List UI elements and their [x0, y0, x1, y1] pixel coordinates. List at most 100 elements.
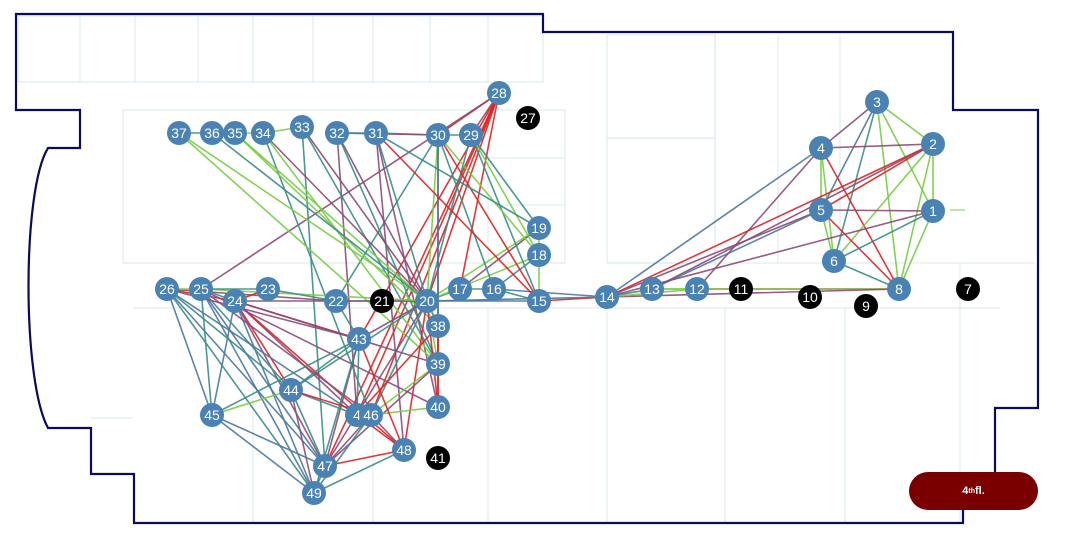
node-circle[interactable] — [640, 277, 664, 301]
node-circle[interactable] — [956, 277, 980, 301]
node-45[interactable]: 45 — [200, 403, 224, 427]
node-circle[interactable] — [223, 121, 247, 145]
node-41[interactable]: 41 — [426, 446, 450, 470]
node-circle[interactable] — [822, 249, 846, 273]
node-circle[interactable] — [223, 289, 247, 313]
node-circle[interactable] — [324, 289, 348, 313]
node-31[interactable]: 31 — [364, 121, 388, 145]
node-36[interactable]: 36 — [200, 121, 224, 145]
node-circle[interactable] — [482, 277, 506, 301]
node-circle[interactable] — [251, 121, 275, 145]
node-circle[interactable] — [302, 481, 326, 505]
node-44[interactable]: 44 — [279, 378, 303, 402]
node-40[interactable]: 40 — [426, 395, 450, 419]
node-37[interactable]: 37 — [167, 121, 191, 145]
node-circle[interactable] — [921, 132, 945, 156]
node-15[interactable]: 15 — [527, 289, 551, 313]
node-circle[interactable] — [516, 106, 540, 130]
node-5[interactable]: 5 — [809, 198, 833, 222]
node-circle[interactable] — [359, 403, 383, 427]
node-8[interactable]: 8 — [887, 277, 911, 301]
node-7[interactable]: 7 — [956, 277, 980, 301]
node-48[interactable]: 48 — [392, 438, 416, 462]
node-18[interactable]: 18 — [527, 243, 551, 267]
node-6[interactable]: 6 — [822, 249, 846, 273]
node-4[interactable]: 4 — [809, 136, 833, 160]
node-circle[interactable] — [448, 277, 472, 301]
node-circle[interactable] — [527, 289, 551, 313]
node-circle[interactable] — [426, 352, 450, 376]
node-circle[interactable] — [155, 277, 179, 301]
node-circle[interactable] — [256, 277, 280, 301]
node-47[interactable]: 47 — [313, 454, 337, 478]
node-49[interactable]: 49 — [302, 481, 326, 505]
node-25[interactable]: 25 — [189, 277, 213, 301]
node-12[interactable]: 12 — [685, 277, 709, 301]
node-circle[interactable] — [487, 81, 511, 105]
node-circle[interactable] — [364, 121, 388, 145]
node-14[interactable]: 14 — [595, 285, 619, 309]
node-1[interactable]: 1 — [921, 199, 945, 223]
node-43[interactable]: 43 — [347, 327, 371, 351]
node-circle[interactable] — [200, 403, 224, 427]
node-13[interactable]: 13 — [640, 277, 664, 301]
node-circle[interactable] — [279, 378, 303, 402]
node-34[interactable]: 34 — [251, 121, 275, 145]
node-circle[interactable] — [685, 277, 709, 301]
node-circle[interactable] — [415, 289, 439, 313]
node-26[interactable]: 26 — [155, 277, 179, 301]
node-circle[interactable] — [325, 121, 349, 145]
node-circle[interactable] — [887, 277, 911, 301]
node-32[interactable]: 32 — [325, 121, 349, 145]
node-9[interactable]: 9 — [854, 294, 878, 318]
node-circle[interactable] — [798, 285, 822, 309]
node-circle[interactable] — [865, 90, 889, 114]
node-circle[interactable] — [595, 285, 619, 309]
node-38[interactable]: 38 — [426, 314, 450, 338]
node-circle[interactable] — [854, 294, 878, 318]
node-circle[interactable] — [729, 277, 753, 301]
node-circle[interactable] — [921, 199, 945, 223]
node-19[interactable]: 19 — [527, 216, 551, 240]
node-23[interactable]: 23 — [256, 277, 280, 301]
node-27[interactable]: 27 — [516, 106, 540, 130]
node-circle[interactable] — [189, 277, 213, 301]
edge-48-49 — [313, 449, 405, 494]
node-16[interactable]: 16 — [482, 277, 506, 301]
node-circle[interactable] — [527, 216, 551, 240]
node-22[interactable]: 22 — [324, 289, 348, 313]
node-circle[interactable] — [426, 314, 450, 338]
node-circle[interactable] — [459, 123, 483, 147]
node-2[interactable]: 2 — [921, 132, 945, 156]
node-circle[interactable] — [392, 438, 416, 462]
node-3[interactable]: 3 — [865, 90, 889, 114]
node-circle[interactable] — [426, 395, 450, 419]
node-circle[interactable] — [290, 115, 314, 139]
node-circle[interactable] — [370, 289, 394, 313]
node-circle[interactable] — [313, 454, 337, 478]
node-28[interactable]: 28 — [487, 81, 511, 105]
node-circle[interactable] — [200, 121, 224, 145]
node-circle[interactable] — [809, 136, 833, 160]
node-21[interactable]: 21 — [370, 289, 394, 313]
node-30[interactable]: 30 — [426, 123, 450, 147]
node-11[interactable]: 11 — [729, 277, 753, 301]
node-39[interactable]: 39 — [426, 352, 450, 376]
node-label: 2 — [929, 136, 937, 152]
node-circle[interactable] — [426, 446, 450, 470]
node-24[interactable]: 24 — [223, 289, 247, 313]
node-circle[interactable] — [167, 121, 191, 145]
node-35[interactable]: 35 — [223, 121, 247, 145]
node-circle[interactable] — [426, 123, 450, 147]
node-20[interactable]: 20 — [415, 289, 439, 313]
node-33[interactable]: 33 — [290, 115, 314, 139]
node-10[interactable]: 10 — [798, 285, 822, 309]
node-circle[interactable] — [347, 327, 371, 351]
node-17[interactable]: 17 — [448, 277, 472, 301]
node-29[interactable]: 29 — [459, 123, 483, 147]
node-circle[interactable] — [527, 243, 551, 267]
node-label: 36 — [204, 125, 220, 141]
node-46[interactable]: 46 — [359, 403, 383, 427]
node-circle[interactable] — [809, 198, 833, 222]
